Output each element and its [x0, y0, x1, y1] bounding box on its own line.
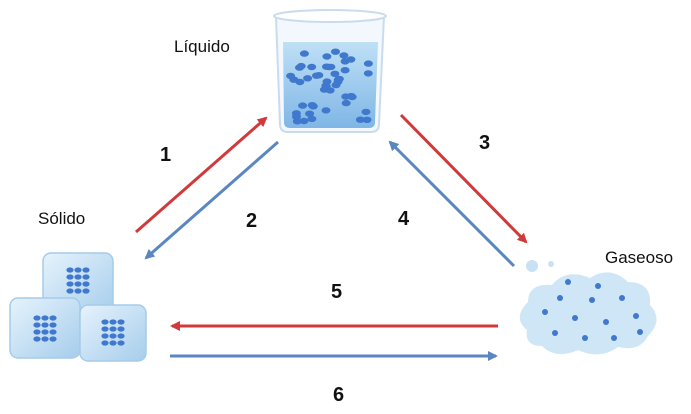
transition-number-1: 1 — [160, 144, 172, 166]
gas-label: Gaseoso — [605, 248, 674, 267]
arrow-1-solid-to-liquid — [135, 116, 268, 234]
transition-number-2: 2 — [246, 210, 258, 232]
liquid-particles — [286, 48, 373, 125]
ice-cubes-illustration — [9, 252, 147, 362]
gas-particles — [542, 279, 643, 341]
transition-number-3: 3 — [479, 132, 491, 154]
beaker-illustration — [273, 9, 387, 133]
solid-label: Sólido — [38, 209, 86, 228]
transition-number-5: 5 — [331, 281, 343, 303]
transition-number-4: 4 — [398, 208, 410, 230]
arrow-2-liquid-to-solid — [144, 140, 279, 260]
solid-particles — [33, 267, 125, 346]
transition-number-6: 6 — [333, 384, 345, 406]
gas-cloud-illustration — [519, 260, 657, 355]
liquid-label: Líquido — [174, 37, 230, 56]
arrow-4-gas-to-liquid — [388, 140, 516, 268]
arrow-3-liquid-to-gas — [399, 113, 528, 244]
